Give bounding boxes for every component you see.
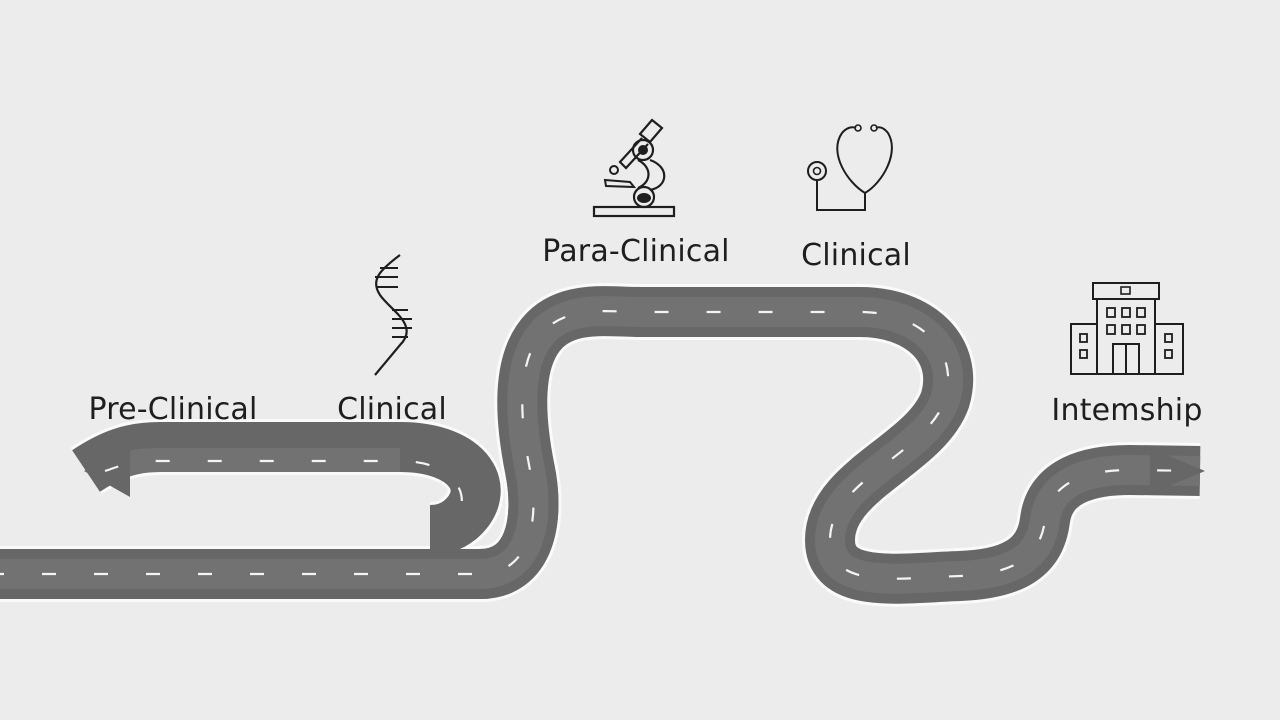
stage-label-clinical-2: Clinical bbox=[801, 238, 911, 273]
stethoscope-icon bbox=[807, 124, 893, 211]
hospital-building-icon bbox=[1070, 282, 1184, 375]
microscope-icon bbox=[592, 118, 676, 218]
stage-label-pre-clinical: Pre-Clinical bbox=[88, 392, 258, 427]
stage-label-internship: Intemship bbox=[1051, 393, 1203, 428]
stage-label-clinical-1: Clinical bbox=[337, 392, 447, 427]
dna-helix-icon bbox=[374, 254, 412, 376]
stage-label-para-clinical: Para-Clinical bbox=[542, 234, 730, 269]
